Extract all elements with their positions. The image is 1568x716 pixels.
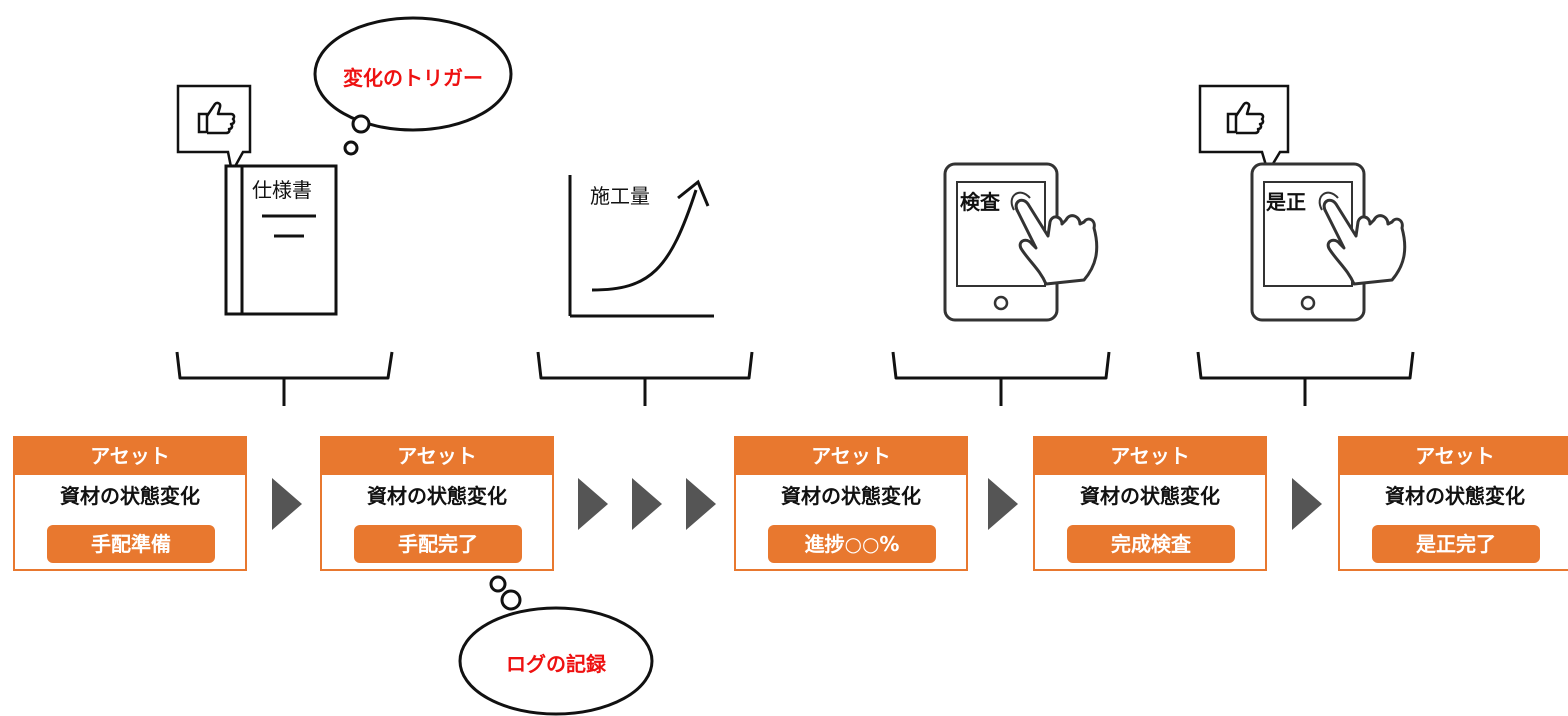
asset-card-header: アセット: [1340, 438, 1568, 475]
asset-card-1: アセット 資材の状態変化 手配準備: [13, 436, 247, 571]
status-badge: 完成検査: [1067, 525, 1235, 563]
asset-card-header: アセット: [736, 438, 966, 475]
asset-card-header: アセット: [15, 438, 245, 475]
trigger-bubble-text: 変化のトリガー: [343, 66, 483, 90]
status-badge: 手配完了: [354, 525, 522, 563]
asset-card-header: アセット: [322, 438, 552, 475]
log-bubble-text: ログの記録: [506, 652, 606, 676]
flow-arrow: [632, 478, 662, 530]
asset-card-subtitle: 資材の状態変化: [1080, 484, 1220, 508]
correction-label: 是正: [1266, 190, 1306, 214]
progress-label: 施工量: [590, 184, 650, 208]
flow-arrow: [988, 478, 1018, 530]
thumbs-up-icon: [1226, 101, 1265, 135]
thumbs-up-icon: [197, 101, 236, 135]
status-badge: 是正完了: [1372, 525, 1540, 563]
status-badge: 進捗○○%: [768, 525, 936, 563]
flow-arrow: [578, 478, 608, 530]
asset-card-subtitle: 資材の状態変化: [367, 484, 507, 508]
flow-arrow: [272, 478, 302, 530]
asset-card-3: アセット 資材の状態変化 進捗○○%: [734, 436, 968, 571]
asset-card-5: アセット 資材の状態変化 是正完了: [1338, 436, 1568, 571]
status-badge: 手配準備: [47, 525, 215, 563]
flow-arrow: [686, 478, 716, 530]
asset-card-header: アセット: [1035, 438, 1265, 475]
asset-card-2: アセット 資材の状態変化 手配完了: [320, 436, 554, 571]
flow-arrow: [1292, 478, 1322, 530]
asset-card-subtitle: 資材の状態変化: [60, 484, 200, 508]
asset-card-subtitle: 資材の状態変化: [781, 484, 921, 508]
inspection-label: 検査: [960, 190, 1000, 214]
spec-label: 仕様書: [252, 178, 312, 202]
asset-card-4: アセット 資材の状態変化 完成検査: [1033, 436, 1267, 571]
asset-card-subtitle: 資材の状態変化: [1385, 484, 1525, 508]
